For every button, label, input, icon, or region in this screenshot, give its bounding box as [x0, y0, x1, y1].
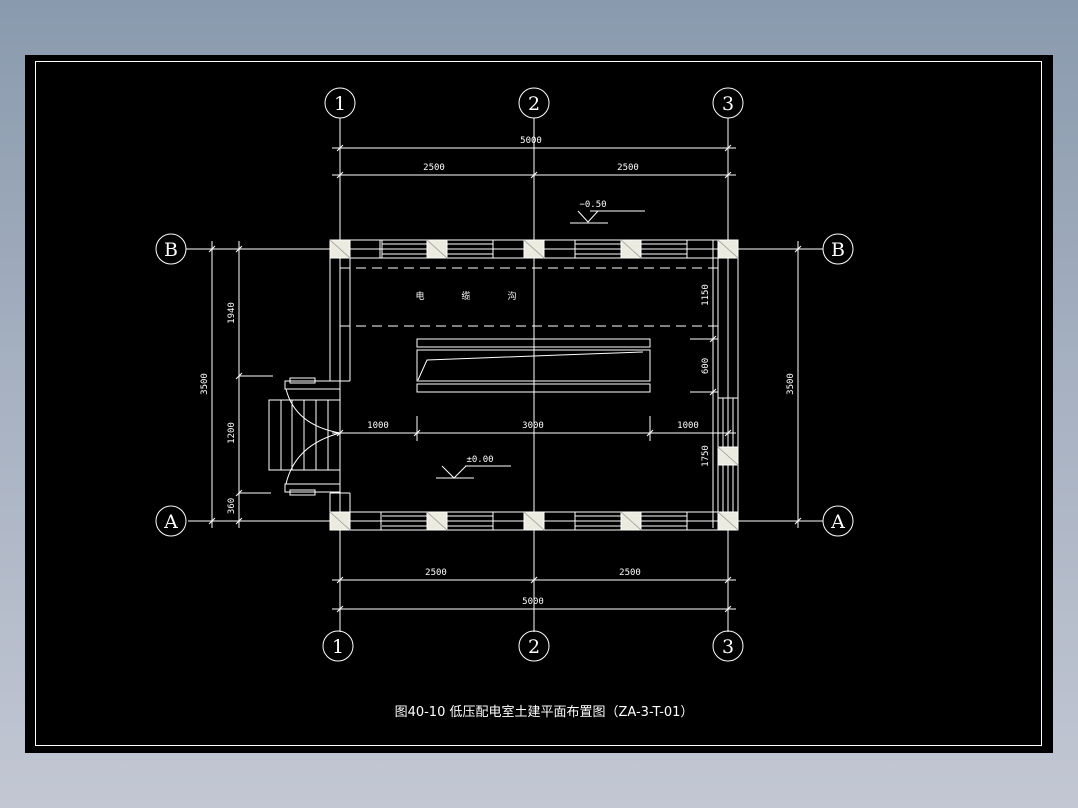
axis-bubble-1-top: 1	[324, 87, 356, 119]
switchgear-cabinet	[416, 338, 651, 393]
cable-trench: 电 缆 沟	[340, 267, 718, 327]
axis-bubble-2-top: 2	[518, 87, 550, 119]
axis-bubble-3-top: 3	[712, 87, 744, 119]
svg-text:1000: 1000	[367, 421, 389, 431]
bottom-dimensions: 2500 2500 5000	[332, 568, 736, 613]
columns	[329, 239, 739, 531]
svg-text:1200: 1200	[227, 422, 237, 444]
svg-text:2: 2	[528, 93, 540, 115]
axis-bubble-1-bottom: 1	[322, 630, 354, 662]
axis-bubble-B-right: B	[822, 233, 854, 265]
svg-text:B: B	[164, 239, 178, 261]
svg-text:±0.00: ±0.00	[466, 455, 493, 465]
entrance-stairs	[268, 377, 341, 496]
svg-text:−0.50: −0.50	[579, 200, 606, 210]
svg-text:1000: 1000	[677, 421, 699, 431]
svg-text:1: 1	[334, 93, 346, 115]
level-marker-outside: −0.50	[570, 200, 645, 224]
left-dimensions: 3500 1940 1200 360	[200, 241, 273, 528]
drawing-canvas: 1 2 3 1 2 3 B B A A	[25, 55, 1053, 753]
svg-text:3500: 3500	[200, 373, 210, 395]
drawing-frame	[35, 61, 1042, 746]
svg-text:3: 3	[722, 93, 734, 115]
svg-text:1: 1	[332, 636, 344, 658]
svg-text:2500: 2500	[425, 568, 447, 578]
svg-text:3500: 3500	[786, 373, 796, 395]
top-dimensions: 5000 2500 2500	[332, 136, 736, 179]
level-marker-inside: ±0.00	[436, 455, 511, 479]
axis-bubble-A-left: A	[155, 505, 187, 537]
svg-text:电: 电	[415, 290, 424, 302]
svg-text:1940: 1940	[227, 302, 237, 324]
svg-text:5000: 5000	[522, 597, 544, 607]
axis-lines	[186, 118, 823, 632]
svg-text:A: A	[830, 511, 845, 533]
svg-text:2500: 2500	[619, 568, 641, 578]
axis-bubble-A-right: A	[822, 505, 854, 537]
svg-text:缆: 缆	[461, 290, 470, 302]
axis-bubble-3-bottom: 3	[712, 630, 744, 662]
svg-text:A: A	[163, 511, 178, 533]
svg-text:3: 3	[722, 636, 734, 658]
svg-text:B: B	[831, 239, 845, 261]
svg-text:600: 600	[701, 358, 711, 374]
svg-text:2500: 2500	[423, 163, 445, 173]
svg-text:1750: 1750	[701, 445, 711, 467]
svg-text:360: 360	[227, 498, 237, 514]
svg-text:2500: 2500	[617, 163, 639, 173]
svg-text:3000: 3000	[522, 421, 544, 431]
svg-text:5000: 5000	[520, 136, 542, 146]
axis-bubble-B-left: B	[155, 233, 187, 265]
svg-text:2: 2	[528, 636, 540, 658]
right-dimensions: 3500 1150 600 1750	[690, 240, 802, 528]
inner-dimensions: 1000 3000 1000	[332, 416, 736, 441]
floor-plan-drawing: 1 2 3 1 2 3 B B A A	[35, 61, 1042, 746]
svg-text:1150: 1150	[701, 284, 711, 306]
svg-text:沟: 沟	[507, 290, 516, 302]
axis-bubble-2-bottom: 2	[518, 630, 550, 662]
drawing-title: 图40-10 低压配电室土建平面布置图（ZA-3-T-01）	[395, 704, 694, 720]
